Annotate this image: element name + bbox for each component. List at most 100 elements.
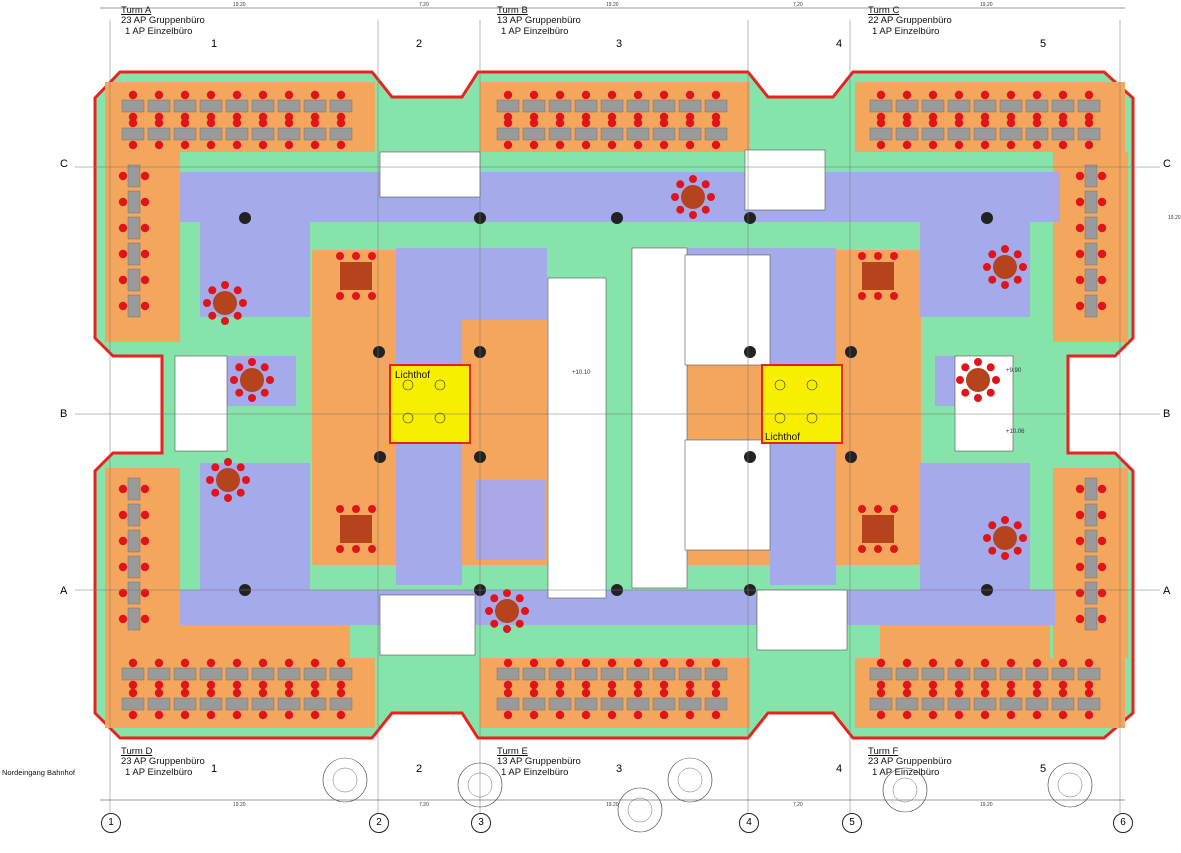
tower-d-row-2-chair-bottom-3 [206,710,216,720]
tower-c-row-1-chair-bottom-1 [902,112,912,122]
tower-e-row-2-chair-top-0 [503,688,513,698]
tower-c-col-chair-left-0 [1075,171,1085,181]
tower-a-row-1-chair-top-7 [310,90,320,100]
tower-c-row-2-desk-2 [921,127,945,141]
meeting-chair-1-2 [689,211,697,219]
tower-name: Turm F [868,746,899,757]
tower-c-col-desk-3 [1084,242,1098,266]
tower-f-row-2-desk-8 [1077,697,1101,711]
tower-a-row-2-chair-bottom-2 [180,140,190,150]
tower-a-row-1-chair-bottom-3 [206,112,216,122]
meeting-chair-7-6 [974,358,982,366]
tower-e-row-1-chair-top-0 [503,658,513,668]
circulation-zone-8 [770,440,836,585]
conference-chair-2-3 [336,545,344,553]
tower-a-col-desk-0 [127,164,141,188]
tower-b-row-1-chair-top-0 [503,90,513,100]
tower-a-row-2-chair-top-1 [154,118,164,128]
tower-name: Turm A [121,5,152,16]
tower-a-row-2-chair-top-2 [180,118,190,128]
tower-c-row-2-chair-top-7 [1058,118,1068,128]
tower-b-row-1-chair-bottom-3 [581,112,591,122]
meeting-chair-7-0 [992,376,1000,384]
axis-bottom-3: 3 [616,763,623,775]
tower-b-row-1-desk-2 [548,99,572,113]
meeting-chair-3-6 [248,358,256,366]
meeting-chair-3-1 [260,388,269,397]
tower-b-row-2-desk-6 [652,127,676,141]
meeting-chair-3-0 [266,376,274,384]
office-zone-14 [180,625,350,660]
column-0 [239,212,251,224]
office-zone-2 [855,82,1125,152]
tower-b-row-1-chair-bottom-8 [711,112,721,122]
lichthof-tree-5 [806,379,818,391]
meeting-chair-0-4 [203,299,211,307]
lichthof-east [761,364,843,444]
meeting-chair-5-6 [1001,516,1009,524]
tower-c-row-2-desk-1 [895,127,919,141]
tower-d-row-2-chair-bottom-8 [336,710,346,720]
axis-bubble-3: 3 [471,813,491,833]
tower-f-col-chair-right-1 [1097,510,1107,520]
tree-1 [457,762,503,808]
tower-d-row-2-chair-top-3 [206,688,216,698]
tower-a-col-desk-3 [127,242,141,266]
tower-d-row-1-chair-top-5 [258,658,268,668]
tower-e-row-2-chair-bottom-6 [659,710,669,720]
tower-d-row-1-chair-top-7 [310,658,320,668]
tower-e-row-1-chair-top-3 [581,658,591,668]
tower-b-row-2-chair-top-1 [529,118,539,128]
tower-b-row-1-chair-bottom-5 [633,112,643,122]
meeting-chair-1-7 [701,180,710,189]
tower-e-row-2-desk-6 [652,697,676,711]
axis-bubble-1: 1 [101,813,121,833]
tower-a-row-2-chair-top-6 [284,118,294,128]
tower-c-col-chair-right-0 [1097,171,1107,181]
dim-top-2: 7.20 [419,2,429,8]
tower-d-col-chair-right-5 [140,614,150,624]
tower-d-row-1-chair-top-3 [206,658,216,668]
tower-a-row-1-desk-0 [121,99,145,113]
column-9 [845,346,857,358]
conference-chair-0-4 [352,292,360,300]
meeting-chair-0-5 [208,286,217,295]
tower-f-col-desk-4 [1084,581,1098,605]
tower-c-row-2-chair-bottom-0 [876,140,886,150]
tower-d-row-1-desk-0 [121,667,145,681]
tower-f-col-chair-left-0 [1075,484,1085,494]
tower-f-col-chair-left-2 [1075,536,1085,546]
tower-c-row-1-chair-top-5 [1006,90,1016,100]
tower-e-row-1-desk-7 [678,667,702,681]
meeting-chair-7-5 [961,363,970,372]
tower-a-row-1-chair-bottom-0 [128,112,138,122]
tower-f-row-2-chair-bottom-3 [954,710,964,720]
tower-e-row-2-chair-top-6 [659,688,669,698]
tower-a-row-1-desk-8 [329,99,353,113]
tower-e-row-1-chair-bottom-6 [659,680,669,690]
tower-d-row-2-chair-bottom-4 [232,710,242,720]
circulation-zone-7 [770,248,836,368]
tower-d-row-1-chair-bottom-3 [206,680,216,690]
tower-d-row-1-desk-4 [225,667,249,681]
tower-e-row-2-desk-7 [678,697,702,711]
tower-a-row-1-desk-3 [199,99,223,113]
meeting-chair-3-7 [260,363,269,372]
axis-bottom-4: 4 [836,763,843,775]
tower-f-row-1-chair-top-3 [954,658,964,668]
meeting-chair-1-1 [701,205,710,214]
tower-a-row-2-desk-2 [173,127,197,141]
meeting-table-7 [966,368,990,392]
column-11 [981,212,993,224]
lichthof-label-west: Lichthof [395,370,431,381]
tower-d-row-2-desk-8 [329,697,353,711]
tower-c-row-2-chair-top-3 [954,118,964,128]
circulation-zone-9 [462,248,547,320]
tower-d-row-2-chair-bottom-0 [128,710,138,720]
tower-d-row-1-desk-7 [303,667,327,681]
tower-f-row-2-chair-top-0 [876,688,886,698]
conference-chair-2-1 [352,505,360,513]
tower-d-col-chair-left-0 [118,484,128,494]
tower-a-row-2-chair-bottom-7 [310,140,320,150]
axis-top-2: 2 [416,38,423,50]
